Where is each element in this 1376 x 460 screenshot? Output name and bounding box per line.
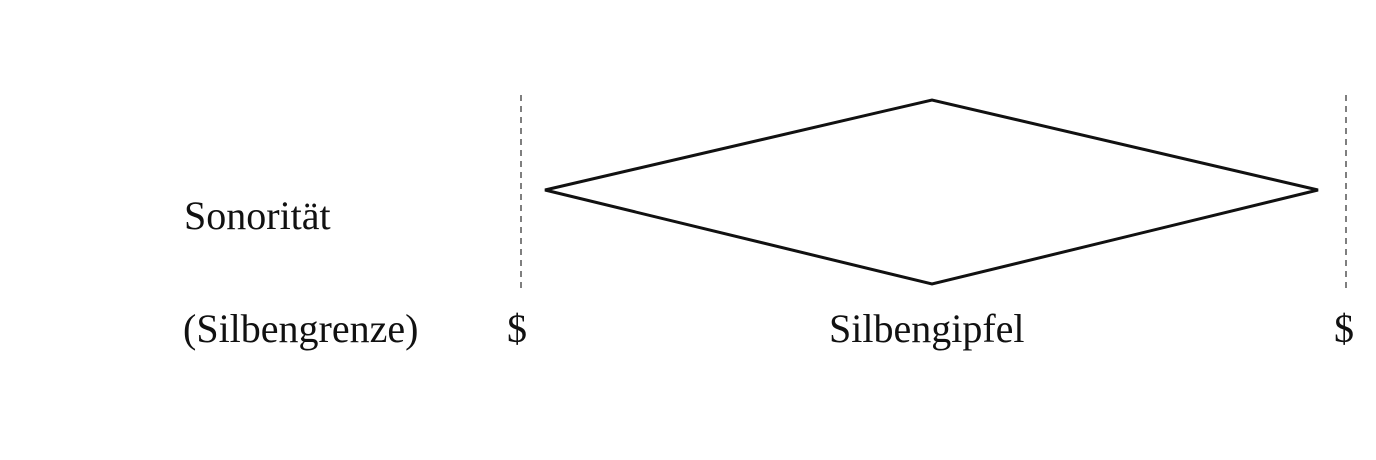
right-boundary-symbol: $ [1334, 306, 1354, 351]
sonority-diamond [544, 98, 1319, 286]
syllable-boundary-label: (Silbengrenze) [183, 306, 419, 351]
syllable-peak-label: Silbengipfel [829, 306, 1025, 351]
left-boundary-symbol: $ [507, 306, 527, 351]
sonority-label: Sonorität [184, 193, 331, 238]
